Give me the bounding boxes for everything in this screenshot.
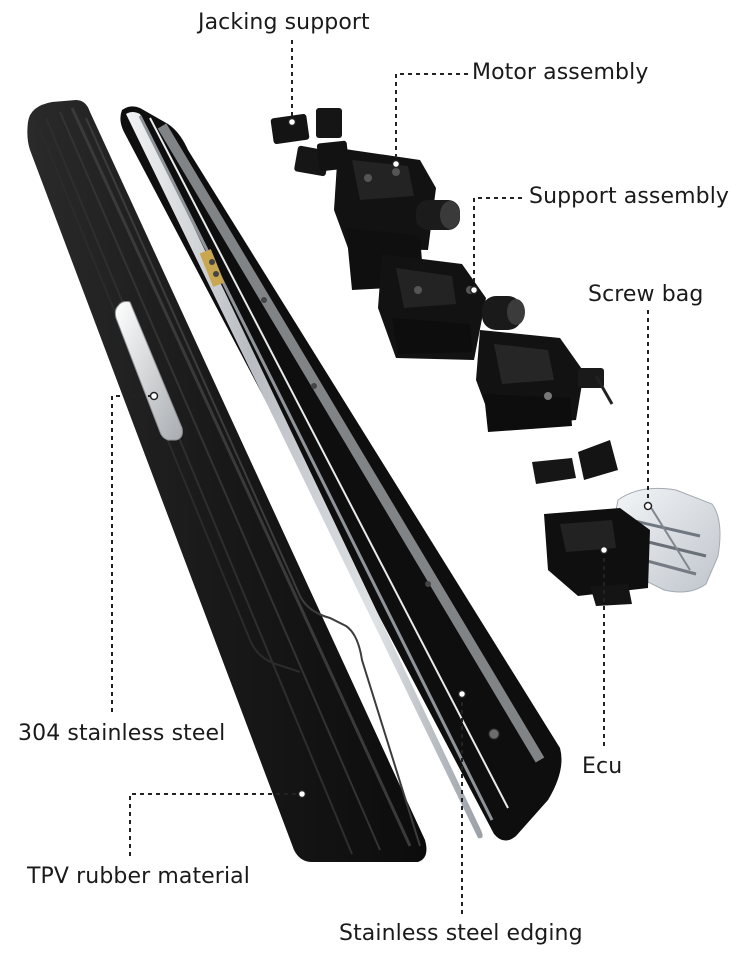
mounting-brackets	[532, 440, 618, 484]
running-board-rubber	[27, 100, 427, 862]
stainless-trim-strip	[114, 301, 183, 441]
jacking-support-parts	[270, 108, 350, 177]
support-assembly-part	[378, 254, 486, 360]
label-motor-assembly: Motor assembly	[472, 60, 649, 85]
callout-lines	[111, 40, 649, 914]
label-jacking-support: Jacking support	[198, 10, 370, 35]
label-support-assembly: Support assembly	[529, 184, 730, 209]
label-ecu: Ecu	[582, 754, 623, 779]
label-tpv-rubber-material: TPV rubber material	[27, 864, 250, 889]
label-stainless-steel-edging: Stainless steel edging	[339, 921, 583, 946]
leader-tpv-rubber	[129, 793, 302, 856]
ecu-module	[544, 508, 650, 606]
label-screw-bag: Screw bag	[588, 282, 704, 307]
leader-304-stainless	[111, 395, 154, 712]
aluminum-profile	[120, 106, 562, 841]
leader-motor-assembly	[395, 73, 468, 164]
callout-dots	[149, 117, 653, 799]
motor-support-unit-lower	[476, 296, 614, 432]
leader-support-assembly	[473, 197, 522, 290]
label-304-stainless-steel: 304 stainless steel	[18, 721, 226, 746]
